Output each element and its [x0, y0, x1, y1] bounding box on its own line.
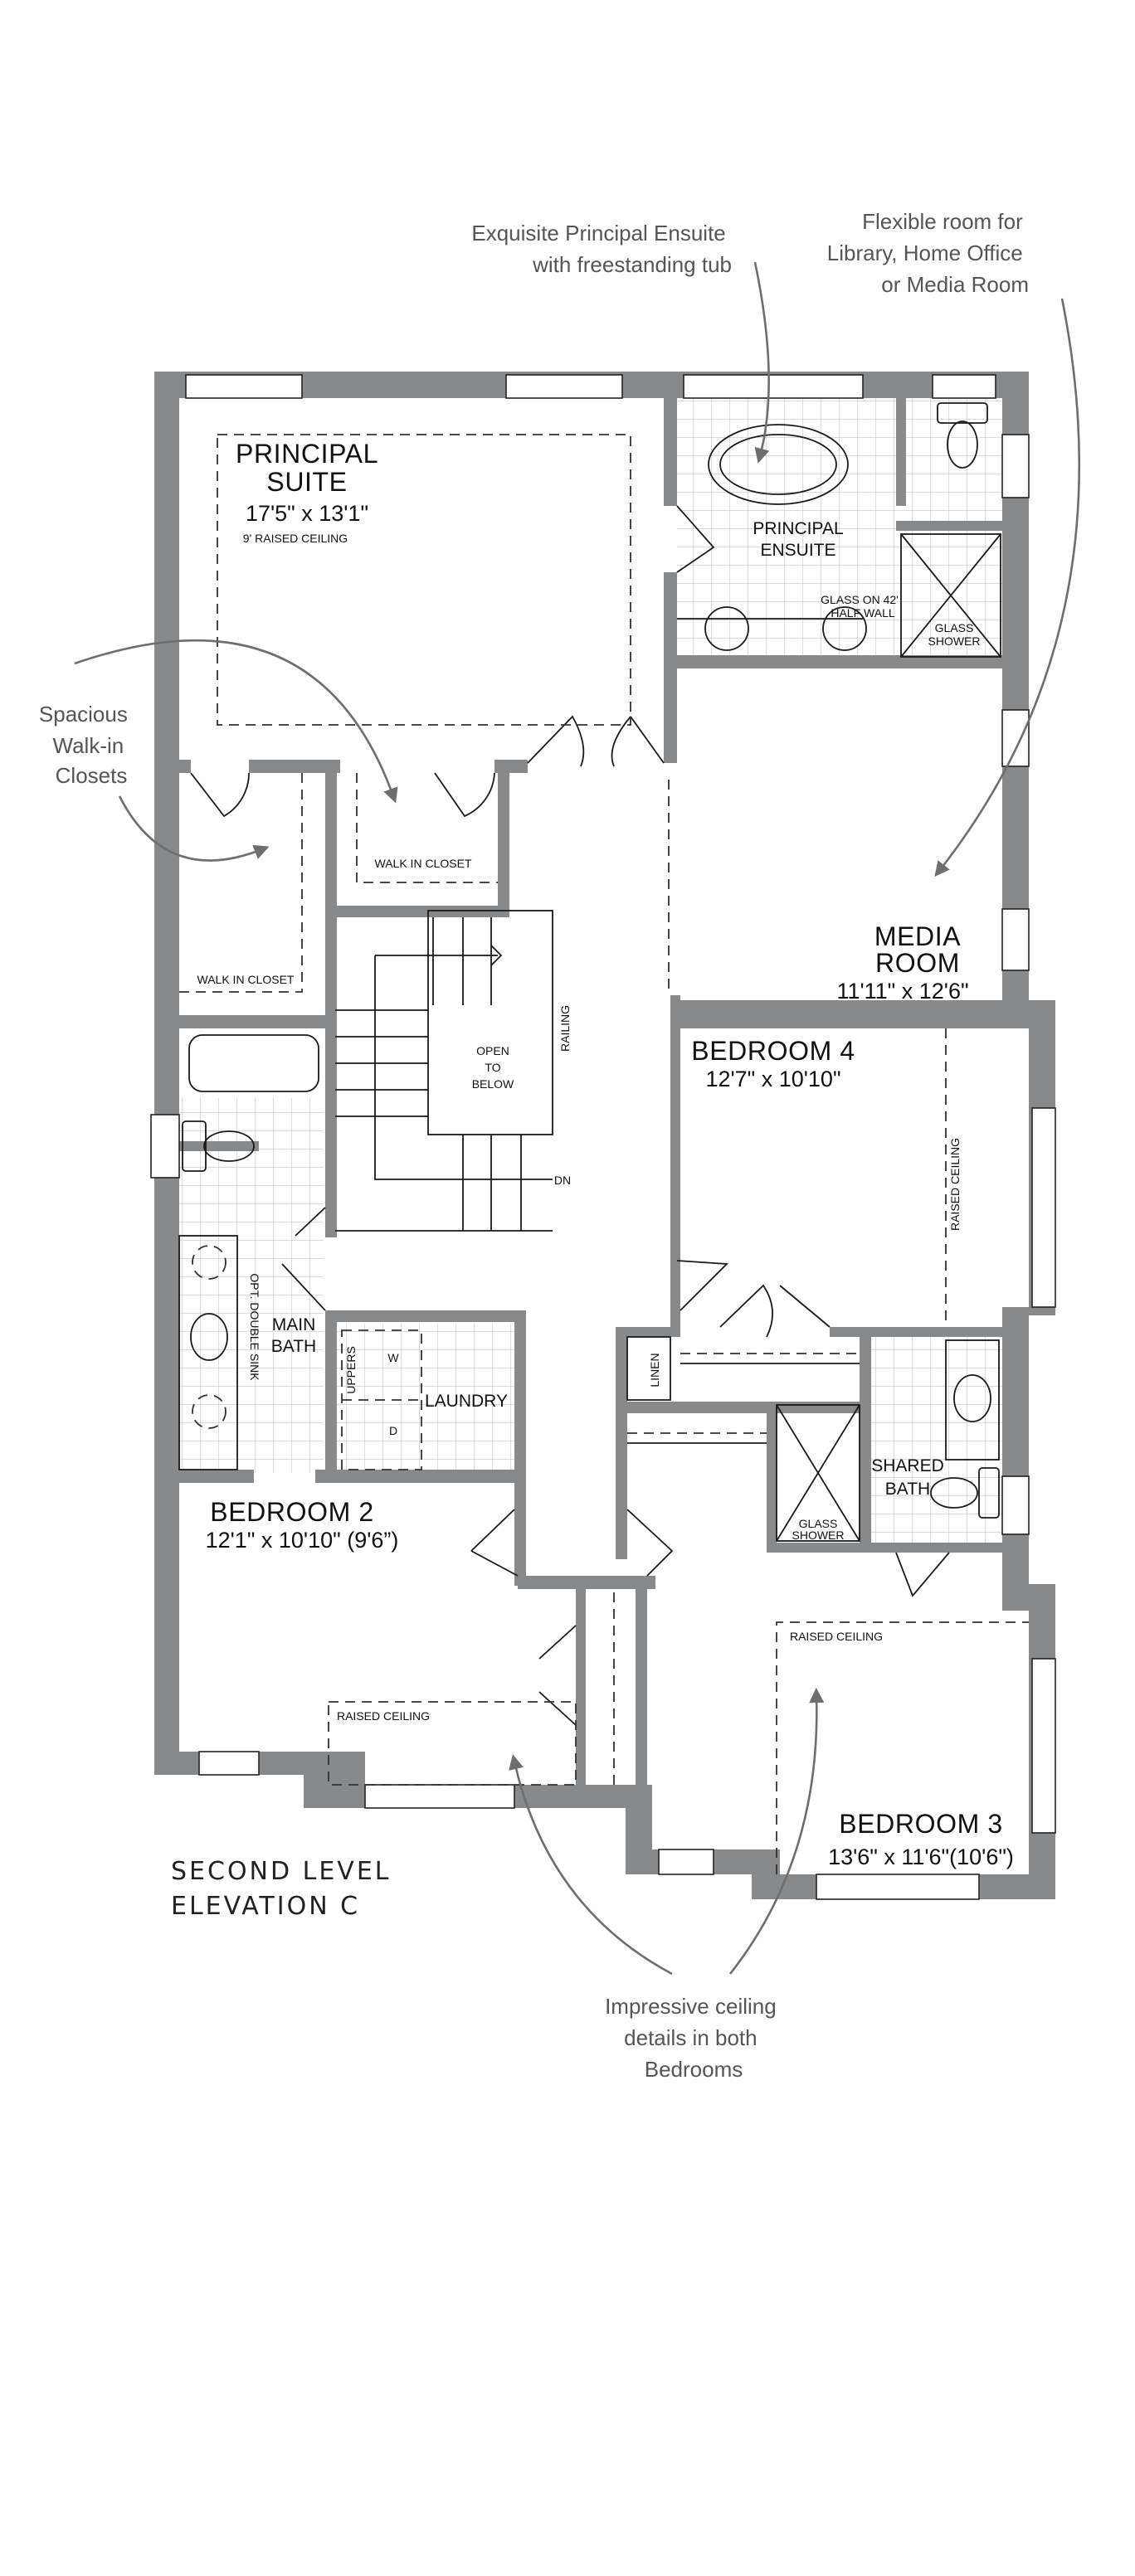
- annotation-ceilings: Impressive ceiling details in both Bedro…: [605, 1994, 782, 2082]
- double-sink-note: OPT. DOUBLE SINK: [248, 1273, 261, 1381]
- linen-label: LINEN: [648, 1353, 661, 1387]
- annotation-closets: Spacious Walk-in Closets: [39, 702, 134, 788]
- principal-suite-note: 9' RAISED CEILING: [243, 532, 348, 545]
- railing-label: RAILING: [558, 1005, 572, 1052]
- washer-label: W: [387, 1351, 399, 1364]
- bedroom3-size: 13'6" x 11'6"(10'6"): [828, 1845, 1014, 1869]
- ensuite-shower-2: SHOWER: [928, 634, 981, 648]
- walk-in-closet-label-1: WALK IN CLOSET: [197, 973, 295, 986]
- ensuite-half-wall-1: GLASS ON 42': [821, 593, 899, 606]
- open-to-below-3: BELOW: [472, 1077, 514, 1091]
- bedroom2-name: BEDROOM 2: [210, 1497, 373, 1527]
- media-room-name-2: ROOM: [875, 948, 960, 978]
- annotation-media: Flexible room for Library, Home Office o…: [827, 209, 1029, 297]
- ensuite-name-2: ENSUITE: [760, 541, 835, 560]
- ensuite-half-wall-2: HALF WALL: [831, 606, 894, 620]
- ensuite-name-1: PRINCIPAL: [753, 519, 843, 538]
- principal-suite-name-2: SUITE: [266, 467, 347, 497]
- laundry-name: LAUNDRY: [425, 1392, 508, 1411]
- windows: [150, 374, 1056, 1900]
- media-room-name-1: MEDIA: [874, 921, 961, 951]
- main-bath-name-2: BATH: [271, 1337, 316, 1356]
- open-to-below-1: OPEN: [476, 1044, 509, 1057]
- shared-bath-name-2: BATH: [885, 1480, 930, 1499]
- plan-title: SECOND LEVEL ELEVATION C: [171, 1857, 402, 1921]
- uppers-label: UPPERS: [344, 1346, 358, 1394]
- bedroom4-size: 12'7" x 10'10": [705, 1067, 840, 1091]
- bedroom4-note: RAISED CEILING: [948, 1138, 962, 1231]
- annotation-ensuite: Exquisite Principal Ensuite with freesta…: [471, 221, 732, 277]
- ensuite-shower-1: GLASS: [935, 621, 974, 634]
- annotation-arrows: [74, 261, 1081, 1976]
- bedroom4-name: BEDROOM 4: [691, 1036, 855, 1066]
- main-bath-name-1: MAIN: [272, 1315, 316, 1334]
- room-labels: PRINCIPAL SUITE 17'5" x 13'1" 9' RAISED …: [197, 439, 1014, 1869]
- fixtures: [178, 402, 1029, 1874]
- bedroom3-note: RAISED CEILING: [790, 1630, 883, 1643]
- media-room-size: 11'11" x 12'6": [836, 979, 968, 1004]
- bedroom2-size: 12'1" x 10'10" (9'6”): [206, 1528, 399, 1553]
- open-to-below-2: TO: [485, 1061, 500, 1074]
- stairs-down-label: DN: [554, 1174, 571, 1187]
- walk-in-closet-label-2: WALK IN CLOSET: [375, 857, 472, 870]
- principal-suite-size: 17'5" x 13'1": [246, 501, 368, 526]
- shared-bath-name-1: SHARED: [871, 1456, 944, 1475]
- dryer-label: D: [389, 1424, 397, 1437]
- shared-shower-2: SHOWER: [792, 1529, 845, 1542]
- bedroom3-name: BEDROOM 3: [839, 1809, 1002, 1839]
- principal-suite-name-1: PRINCIPAL: [236, 439, 378, 469]
- bedroom2-note: RAISED CEILING: [337, 1709, 430, 1723]
- shared-shower-1: GLASS: [799, 1517, 838, 1530]
